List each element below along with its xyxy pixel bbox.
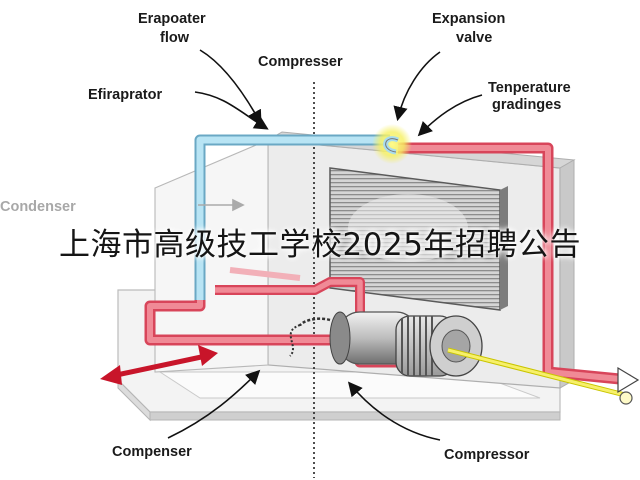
outlet-arrow — [617, 366, 640, 394]
label-evaporator-flow-line2: flow — [160, 30, 190, 46]
expansion-valve — [372, 124, 412, 164]
condenser-coil — [329, 167, 508, 311]
label-temperature-gradings-line1: Tenperature — [488, 80, 571, 96]
overlay-banner-title: 上海市高级技工学校2025年招聘公告 — [59, 227, 581, 263]
label-expansion-valve-line1: Expansion — [432, 11, 505, 27]
label-compresser-top: Compresser — [258, 54, 343, 70]
label-compressor: Compressor — [444, 447, 530, 463]
label-efiraprator: Efiraprator — [88, 87, 162, 103]
label-compenser: Compenser — [112, 444, 192, 460]
label-condenser: Condenser — [0, 199, 76, 215]
flow-double-arrow — [100, 345, 218, 385]
label-evaporator-flow-line1: Erapoater — [138, 11, 206, 27]
compressor-motor — [289, 311, 483, 377]
label-expansion-valve-line2: valve — [456, 30, 492, 46]
drive-shaft — [447, 347, 633, 405]
label-temperature-gradings-line2: gradinges — [492, 97, 561, 113]
callout-arrows — [167, 49, 483, 441]
